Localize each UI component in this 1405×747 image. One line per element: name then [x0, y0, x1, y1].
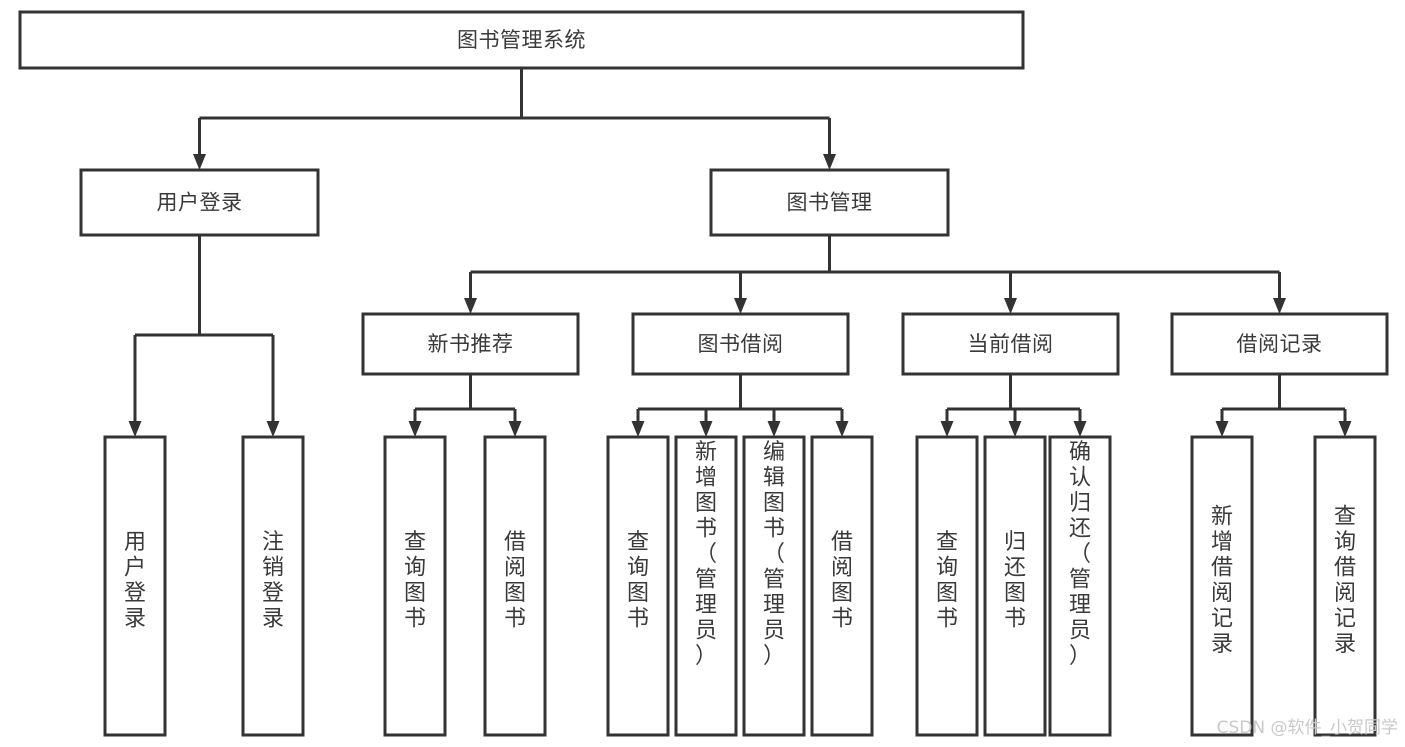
- connector-arrowhead-icon: [835, 421, 849, 437]
- watermark-layer: CSDN @软件_小贺同学: [1217, 718, 1398, 738]
- connector-arrowhead-icon: [193, 154, 206, 170]
- connector-root: [193, 68, 836, 170]
- node-box[interactable]: [383, 435, 447, 737]
- node-label: 借阅记录: [1237, 332, 1323, 356]
- node-leaf-borrow-edit[interactable]: 编辑图书（管理员）: [742, 435, 806, 737]
- node-layer: 图书管理系统用户登录图书管理新书推荐图书借阅当前借阅借阅记录用户登录注销登录查询…: [18, 10, 1389, 737]
- node-leaf-borrow-query[interactable]: 查询图书: [606, 435, 670, 737]
- node-box[interactable]: [1190, 435, 1254, 737]
- node-box[interactable]: [631, 312, 850, 376]
- node-leaf-borrow-do[interactable]: 借阅图书: [810, 435, 874, 737]
- connector-arrowhead-icon: [1073, 421, 1087, 437]
- node-leaf-user-login[interactable]: 用户登录: [103, 435, 167, 737]
- node-new-book-rec[interactable]: 新书推荐: [361, 312, 580, 376]
- node-label: 确认归还（管理员）: [1069, 440, 1091, 669]
- node-box[interactable]: [103, 435, 167, 737]
- node-box[interactable]: [606, 435, 670, 737]
- node-leaf-rec-query[interactable]: 查询图书: [383, 435, 447, 737]
- csdn-watermark: CSDN @软件_小贺同学: [1217, 718, 1398, 738]
- node-leaf-cur-return[interactable]: 归还图书: [983, 435, 1047, 737]
- connector-arrowhead-icon: [128, 421, 142, 437]
- node-box[interactable]: [915, 435, 979, 737]
- node-leaf-user-logout[interactable]: 注销登录: [241, 435, 305, 737]
- connector-arrowhead-icon: [734, 298, 747, 314]
- connector-arrowhead-icon: [823, 154, 836, 170]
- node-label: 归还图书: [1004, 530, 1026, 632]
- node-label: 查询图书: [627, 530, 649, 632]
- node-label: 新增图书（管理员）: [695, 440, 717, 669]
- node-label: 查询图书: [404, 530, 426, 632]
- connector-arrowhead-icon: [1215, 421, 1229, 437]
- node-box[interactable]: [810, 435, 874, 737]
- connector-arrowhead-icon: [631, 421, 645, 437]
- node-book-manage[interactable]: 图书管理: [709, 168, 950, 237]
- node-box[interactable]: [709, 168, 950, 237]
- node-box[interactable]: [901, 312, 1120, 376]
- node-label: 图书管理: [787, 191, 873, 215]
- node-box[interactable]: [241, 435, 305, 737]
- connector-layer: [128, 68, 1352, 437]
- connector-book-borrow: [631, 374, 849, 437]
- node-label: 当前借阅: [968, 332, 1054, 356]
- connector-arrowhead-icon: [1338, 421, 1352, 437]
- node-box[interactable]: [361, 312, 580, 376]
- connector-arrowhead-icon: [508, 421, 522, 437]
- node-leaf-rec-search[interactable]: 查询借阅记录: [1313, 435, 1377, 737]
- node-label: 图书管理系统: [457, 28, 586, 52]
- node-label: 用户登录: [157, 191, 243, 215]
- connector-arrowhead-icon: [1004, 298, 1017, 314]
- node-label: 查询借阅记录: [1334, 504, 1356, 657]
- node-label: 借阅图书: [504, 530, 526, 632]
- node-leaf-cur-confirm[interactable]: 确认归还（管理员）: [1048, 435, 1112, 737]
- node-box[interactable]: [983, 435, 1047, 737]
- connector-arrowhead-icon: [1008, 421, 1022, 437]
- node-book-borrow[interactable]: 图书借阅: [631, 312, 850, 376]
- node-root[interactable]: 图书管理系统: [18, 10, 1025, 70]
- node-current-borrow[interactable]: 当前借阅: [901, 312, 1120, 376]
- connector-arrowhead-icon: [266, 421, 280, 437]
- node-label: 查询图书: [936, 530, 958, 632]
- connector-user-login: [128, 235, 280, 437]
- node-box[interactable]: [1313, 435, 1377, 737]
- connector-arrowhead-icon: [699, 421, 713, 437]
- connector-borrow-record: [1215, 374, 1352, 437]
- node-leaf-cur-query[interactable]: 查询图书: [915, 435, 979, 737]
- connector-book-manage: [464, 235, 1286, 314]
- node-label: 图书借阅: [698, 332, 784, 356]
- connector-arrowhead-icon: [940, 421, 954, 437]
- node-borrow-record[interactable]: 借阅记录: [1170, 312, 1389, 376]
- connector-current-borrow: [940, 374, 1087, 437]
- node-leaf-rec-borrow[interactable]: 借阅图书: [483, 435, 547, 737]
- node-box[interactable]: [1048, 435, 1112, 737]
- connector-arrowhead-icon: [767, 421, 781, 437]
- node-label: 新增借阅记录: [1211, 504, 1233, 657]
- node-label: 新书推荐: [428, 332, 514, 356]
- connector-arrowhead-icon: [1273, 298, 1286, 314]
- connector-new-book-rec: [408, 374, 522, 437]
- connector-arrowhead-icon: [408, 421, 422, 437]
- node-user-login[interactable]: 用户登录: [79, 168, 320, 237]
- node-box[interactable]: [18, 10, 1025, 70]
- node-label: 借阅图书: [831, 530, 853, 632]
- node-box[interactable]: [674, 435, 738, 737]
- node-box[interactable]: [79, 168, 320, 237]
- connector-arrowhead-icon: [464, 298, 477, 314]
- node-label: 编辑图书（管理员）: [763, 440, 785, 669]
- node-label: 注销登录: [262, 530, 284, 632]
- node-label: 用户登录: [124, 530, 146, 632]
- node-box[interactable]: [742, 435, 806, 737]
- node-box[interactable]: [483, 435, 547, 737]
- node-leaf-borrow-add[interactable]: 新增图书（管理员）: [674, 435, 738, 737]
- node-leaf-rec-add[interactable]: 新增借阅记录: [1190, 435, 1254, 737]
- node-box[interactable]: [1170, 312, 1389, 376]
